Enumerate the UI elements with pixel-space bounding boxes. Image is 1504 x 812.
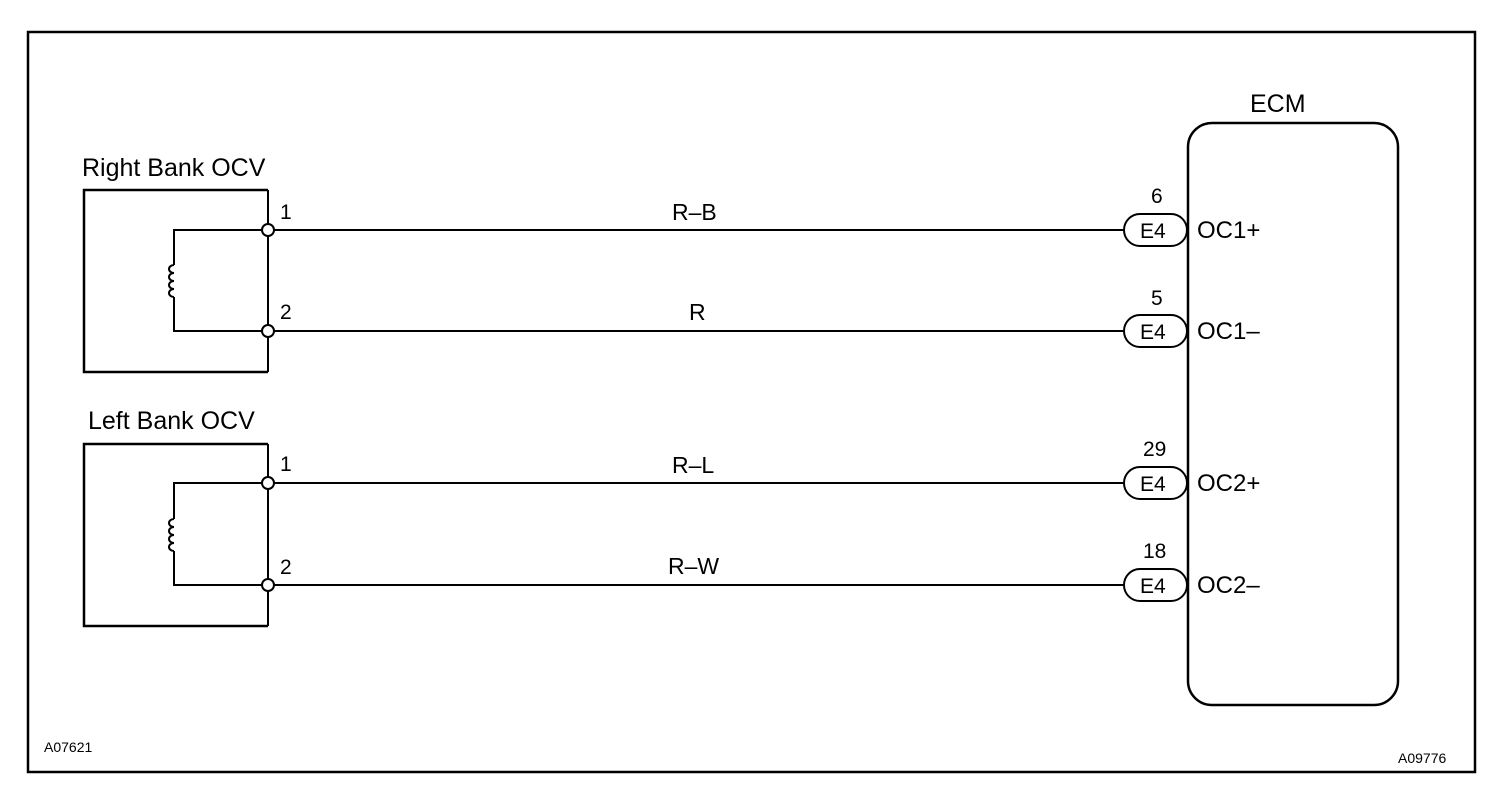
- right-bank-ocv-pin-2: 2: [280, 301, 292, 324]
- connector-label: E4: [1140, 575, 1166, 598]
- connector-label: E4: [1140, 473, 1166, 496]
- left-bank-ocv-terminal-1: [261, 476, 275, 490]
- figure-code-left: A07621: [44, 739, 92, 755]
- left-bank-ocv: Left Bank OCV 1 2: [82, 407, 292, 628]
- wire-color-code: R–L: [672, 452, 714, 478]
- right-bank-ocv-pin-1: 1: [280, 201, 292, 224]
- connector-e4: [1123, 314, 1188, 348]
- wire-oc2-plus: R–L E4 29 OC2+: [274, 438, 1260, 500]
- right-bank-ocv-coil-wire-bottom: [173, 300, 262, 332]
- connector-e4: [1123, 568, 1188, 602]
- left-bank-ocv-label: Left Bank OCV: [88, 407, 255, 435]
- wire-oc2-minus: R–W E4 18 OC2–: [274, 540, 1260, 602]
- connector-e4: [1123, 466, 1188, 500]
- ecm-box: [1186, 121, 1400, 707]
- diagram-frame: [26, 30, 1477, 774]
- right-bank-ocv-housing: [82, 188, 268, 374]
- wire-oc1-plus: R–B E4 6 OC1+: [274, 185, 1260, 247]
- right-bank-ocv: Right Bank OCV 1 2: [82, 154, 292, 374]
- ecm-signal-name: OC1–: [1197, 318, 1260, 345]
- right-bank-ocv-terminal-2: [261, 324, 275, 338]
- right-bank-ocv-terminal-1: [261, 223, 275, 237]
- ecm-pin-number: 18: [1143, 540, 1166, 563]
- coil-icon: [168, 264, 175, 300]
- ecm-pin-number: 29: [1143, 438, 1166, 461]
- connector-label: E4: [1140, 220, 1166, 243]
- coil-icon: [168, 518, 175, 553]
- ecm-signal-name: OC1+: [1197, 217, 1260, 244]
- wire-color-code: R–W: [668, 553, 719, 579]
- ecm-pin-number: 5: [1151, 287, 1163, 310]
- ecm-signal-name: OC2–: [1197, 572, 1260, 599]
- connector-e4: [1123, 213, 1188, 247]
- left-bank-ocv-pin-1: 1: [280, 453, 292, 476]
- left-bank-ocv-terminal-2: [261, 578, 275, 592]
- ecm-pin-number: 6: [1151, 185, 1163, 208]
- wire-oc1-minus: R E4 5 OC1–: [274, 287, 1260, 348]
- ecm-label: ECM: [1250, 90, 1306, 118]
- left-bank-ocv-coil-wire-bottom: [173, 553, 262, 586]
- figure-code-right: A09776: [1398, 750, 1446, 766]
- connector-label: E4: [1140, 321, 1166, 344]
- wire-color-code: R–B: [672, 199, 717, 225]
- right-bank-ocv-label: Right Bank OCV: [82, 154, 266, 182]
- left-bank-ocv-coil-wire-top: [173, 482, 262, 519]
- left-bank-ocv-pin-2: 2: [280, 556, 292, 579]
- wire-color-code: R: [689, 299, 706, 325]
- right-bank-ocv-coil-wire-top: [173, 229, 262, 265]
- ecm-signal-name: OC2+: [1197, 470, 1260, 497]
- left-bank-ocv-housing: [82, 442, 268, 628]
